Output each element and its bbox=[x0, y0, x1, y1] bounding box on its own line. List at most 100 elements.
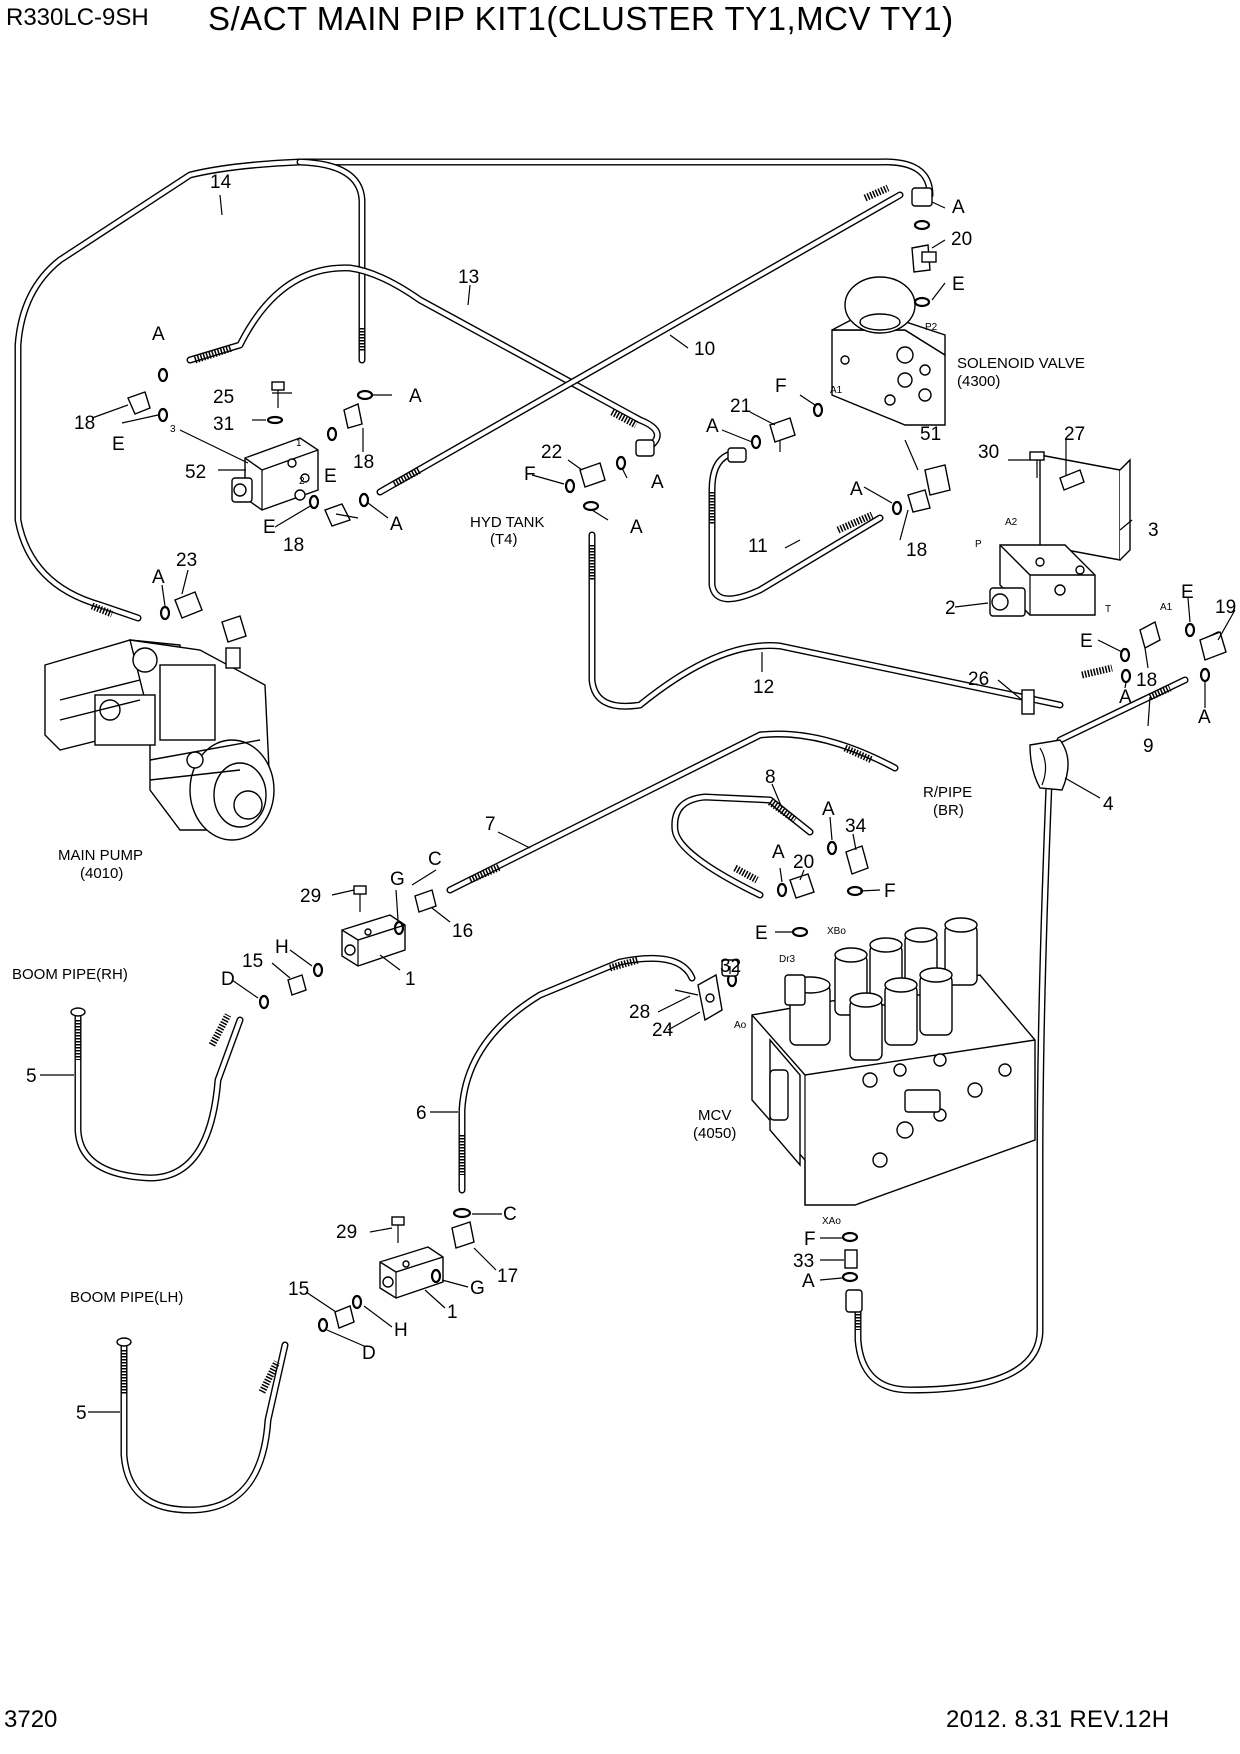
small-fittings bbox=[127, 187, 1227, 1329]
callout-5: 5 bbox=[26, 1066, 37, 1087]
callout-18: 18 bbox=[283, 535, 304, 556]
callout-e: E bbox=[263, 517, 276, 538]
callout-6: 6 bbox=[416, 1103, 427, 1124]
r-pipe-name: R/PIPE bbox=[923, 784, 972, 801]
callout-a: A bbox=[630, 517, 643, 538]
callout-a: A bbox=[952, 197, 965, 218]
callout-34: 34 bbox=[845, 816, 867, 837]
valve-block-3: A2 P T A1 bbox=[975, 454, 1173, 617]
callout-a: A bbox=[772, 842, 785, 863]
callout-18: 18 bbox=[74, 413, 95, 434]
callout-13: 13 bbox=[458, 267, 479, 288]
callout-15: 15 bbox=[288, 1279, 309, 1300]
boom-pipe-lh-label: BOOM PIPE(LH) bbox=[70, 1289, 183, 1347]
callout-1: 1 bbox=[405, 969, 416, 990]
callout-32: 32 bbox=[720, 956, 741, 977]
callout-25: 25 bbox=[213, 387, 234, 408]
mcv-name: MCV bbox=[698, 1107, 731, 1124]
callout-2: 2 bbox=[945, 598, 956, 619]
callout-26: 26 bbox=[968, 669, 989, 690]
solenoid-valve-4300: SOLENOID VALVE (4300) P2 A1 bbox=[830, 276, 1085, 426]
callout-16: 16 bbox=[452, 921, 473, 942]
callout-20: 20 bbox=[793, 852, 814, 873]
callout-21: 21 bbox=[730, 396, 751, 417]
hyd-tank-label: HYD TANK (T4) bbox=[470, 514, 544, 548]
callout-52: 52 bbox=[185, 462, 206, 483]
model-code: R330LC-9SH bbox=[6, 4, 149, 31]
callout-18: 18 bbox=[353, 452, 374, 473]
callout-a: A bbox=[390, 514, 403, 535]
pipe-14-branch bbox=[296, 158, 366, 364]
pipe-12 bbox=[588, 531, 1064, 710]
callout-a: A bbox=[802, 1271, 815, 1292]
valve-block-52: 1 2 3 bbox=[170, 424, 319, 511]
port-a1-sol: A1 bbox=[830, 385, 843, 396]
callout-18: 18 bbox=[1136, 670, 1157, 691]
solenoid-valve-name: SOLENOID VALVE bbox=[957, 355, 1085, 372]
main-pump-code: (4010) bbox=[80, 865, 123, 882]
callout-g: G bbox=[390, 869, 405, 890]
callout-7: 7 bbox=[485, 814, 496, 835]
port-a2: A2 bbox=[1005, 517, 1018, 528]
callout-a: A bbox=[850, 479, 863, 500]
mcv-4050: MCV (4050) XBo Dr3 Ao XAo bbox=[693, 917, 1036, 1227]
callout-f: F bbox=[775, 376, 787, 397]
callout-30: 30 bbox=[978, 442, 999, 463]
callout-14: 14 bbox=[210, 172, 232, 193]
hyd-tank-name: HYD TANK bbox=[470, 514, 544, 531]
callout-23: 23 bbox=[176, 550, 197, 571]
callout-a: A bbox=[651, 472, 664, 493]
callout-12: 12 bbox=[753, 677, 774, 698]
callout-24: 24 bbox=[652, 1020, 674, 1041]
solenoid-valve-code: (4300) bbox=[957, 373, 1000, 390]
callout-20: 20 bbox=[951, 229, 972, 250]
callout-a: A bbox=[706, 416, 719, 437]
r-pipe-code: (BR) bbox=[933, 802, 964, 819]
flange-24 bbox=[674, 973, 723, 1022]
pipe-right-long bbox=[854, 756, 1054, 1394]
hyd-tank-code: (T4) bbox=[490, 531, 518, 548]
callout-11: 11 bbox=[748, 536, 768, 557]
callout-c: C bbox=[428, 849, 442, 870]
hose-fittings bbox=[74, 184, 1172, 1395]
callout-29: 29 bbox=[336, 1222, 357, 1243]
callout-h: H bbox=[275, 937, 289, 958]
pipe-8 bbox=[671, 793, 814, 899]
callout-22: 22 bbox=[541, 442, 562, 463]
clamp-4 bbox=[1029, 739, 1069, 791]
port-xbo: XBo bbox=[827, 926, 846, 937]
callout-51: 51 bbox=[920, 424, 941, 445]
pipe-11 bbox=[708, 451, 884, 603]
port-p2: P2 bbox=[925, 322, 938, 333]
callout-17: 17 bbox=[497, 1266, 518, 1287]
mcv-spool-caps bbox=[784, 917, 978, 1061]
page-number: 3720 bbox=[4, 1706, 58, 1733]
mcv-code: (4050) bbox=[693, 1125, 736, 1142]
callout-e: E bbox=[755, 923, 768, 944]
callout-31: 31 bbox=[213, 414, 234, 435]
callout-c: C bbox=[503, 1204, 517, 1225]
port-2: 2 bbox=[299, 476, 305, 487]
port-1: 1 bbox=[296, 438, 302, 449]
callout-e: E bbox=[1181, 582, 1194, 603]
pipes bbox=[14, 158, 1189, 1514]
callout-d: D bbox=[362, 1343, 376, 1364]
boom-pipe-rh-label: BOOM PIPE(RH) bbox=[12, 966, 128, 1017]
callout-a: A bbox=[409, 386, 422, 407]
o-rings bbox=[157, 219, 1211, 1333]
port-xao: XAo bbox=[822, 1216, 841, 1227]
connector-block-1a bbox=[341, 914, 406, 967]
callout-a: A bbox=[1198, 707, 1211, 728]
callout-e: E bbox=[112, 434, 125, 455]
callout-3: 3 bbox=[1148, 520, 1159, 541]
callout-19: 19 bbox=[1215, 597, 1236, 618]
r-pipe-label: R/PIPE (BR) bbox=[923, 784, 972, 819]
callout-f: F bbox=[524, 464, 536, 485]
callout-18: 18 bbox=[906, 540, 927, 561]
port-a1-blk: A1 bbox=[1160, 602, 1173, 613]
callout-1: 1 bbox=[447, 1302, 458, 1323]
boom-pipe-rh-text: BOOM PIPE(RH) bbox=[12, 966, 128, 983]
callout-a: A bbox=[152, 567, 165, 588]
callout-a: A bbox=[822, 799, 835, 820]
